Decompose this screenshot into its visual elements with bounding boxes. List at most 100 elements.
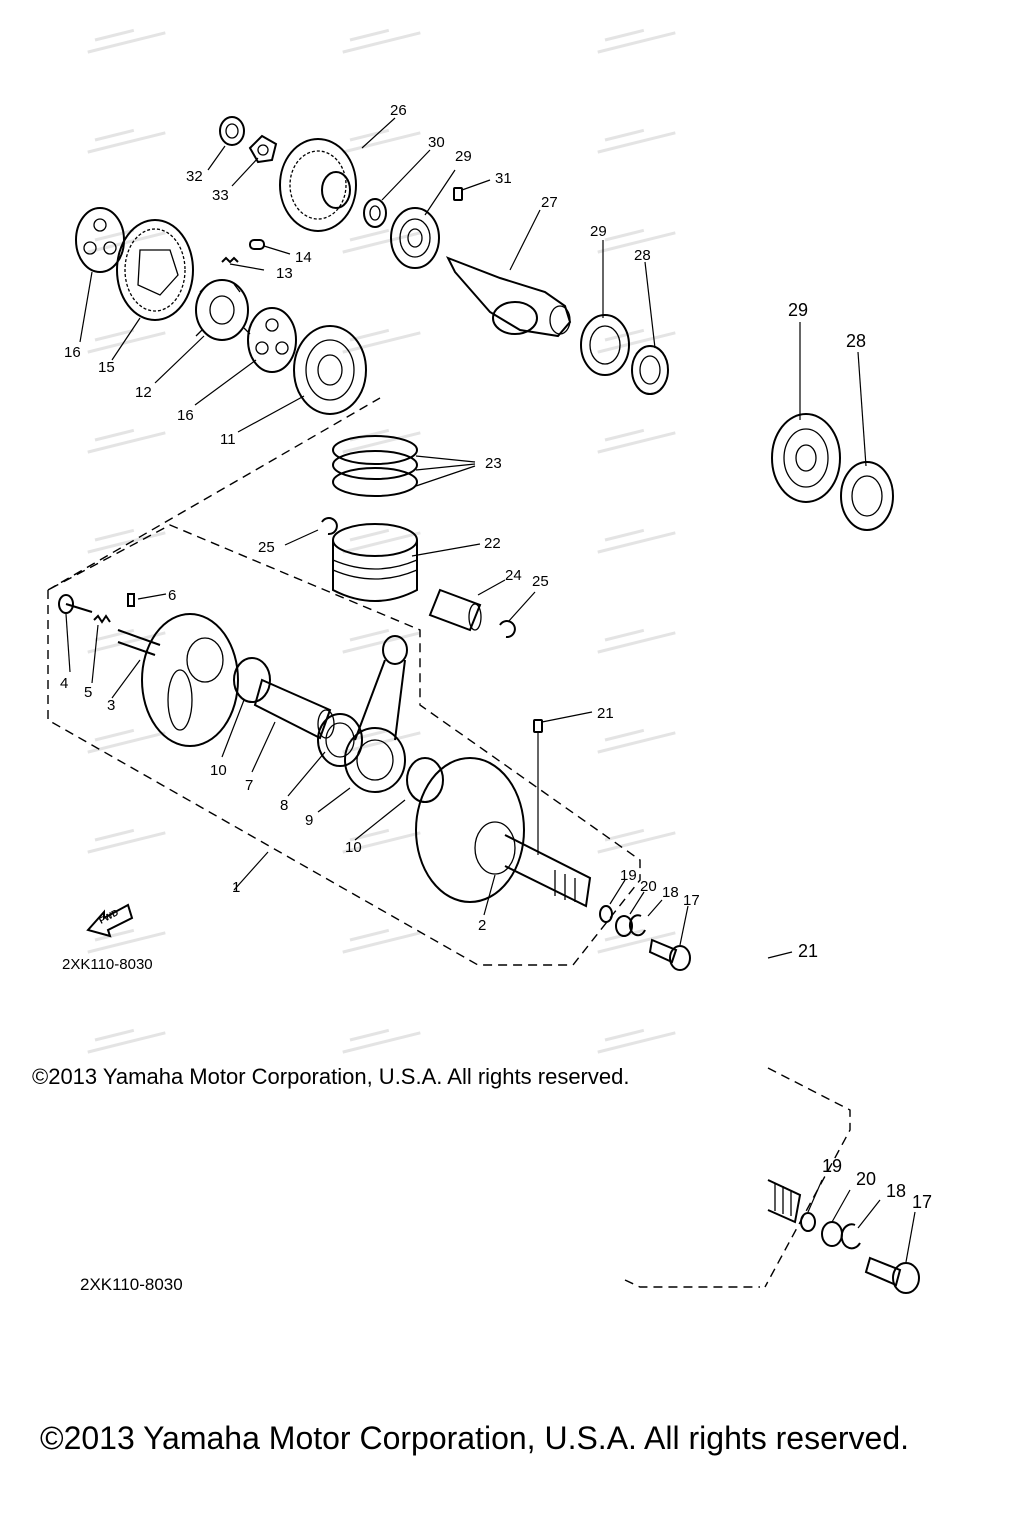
callout-30: 30 [428,134,445,151]
balancer-assembly [75,116,669,415]
callout-11: 11 [220,431,236,448]
callout-12: 12 [135,384,152,401]
watermark-mark [87,328,166,354]
callout-8: 8 [280,797,288,814]
watermark-mark [342,528,421,554]
callout-7: 7 [245,777,253,794]
watermark-mark [87,628,166,654]
part-15-gear [116,219,194,321]
part-6-key [127,593,135,607]
copyright-notice-large: ©2013 Yamaha Motor Corporation, U.S.A. A… [40,1420,910,1456]
zoom-part-19 [800,1212,816,1232]
diagram-code-repeat: 2XK110-8030 [80,1275,183,1294]
watermark-mark [342,28,421,54]
watermark-mark [87,528,166,554]
watermark-mark [87,28,166,54]
assembly-boundary [47,397,641,966]
callout-22: 22 [484,535,501,552]
part-30-washer [363,198,387,228]
callout-27: 27 [541,194,558,211]
callout-numbers: 1 2 3 4 5 6 7 8 9 10 10 11 12 13 14 15 1… [60,102,700,934]
callout-31: 31 [495,170,512,187]
part-10-washer-right [406,757,444,803]
watermark-mark [342,628,421,654]
zoom-callout-17: 17 [912,1192,932,1212]
callout-10-right: 10 [345,839,362,856]
zoom-callout-19: 19 [822,1156,842,1176]
part-7-crank-pin [253,678,335,740]
callout-25-left: 25 [258,539,275,556]
callout-16-left: 16 [64,344,81,361]
callout-14: 14 [295,249,312,266]
watermark-mark [87,228,166,254]
watermark-mark [342,228,421,254]
zoom-callout-29: 29 [788,300,808,320]
part-21-key [533,719,543,733]
zoom-callout-21: 21 [798,941,818,961]
part-23-piston-rings [332,435,418,497]
callout-23: 23 [485,455,502,472]
zoom-part-18 [840,1223,861,1250]
part-4-pin [58,594,93,614]
part-25-clip-right [499,620,516,639]
callout-15: 15 [98,359,115,376]
leader-lines [65,117,689,946]
copyright-notice-small: ©2013 Yamaha Motor Corporation, U.S.A. A… [32,1064,630,1089]
part-16-plate-lower [247,307,297,373]
callout-18: 18 [662,884,679,901]
part-20-washer [615,915,633,937]
part-33-lock-washer [248,134,278,164]
zoom-callout-20: 20 [856,1169,876,1189]
watermark-mark [597,528,676,554]
part-29-bearing-right [580,314,630,376]
part-11-bearing [293,325,367,415]
part-3-crank-left [117,613,239,747]
part-14-pin [249,239,265,250]
zoom-part-17-bolt [864,1256,920,1294]
callout-9: 9 [305,812,313,829]
part-2-crank-right [415,757,592,908]
watermark-mark [342,328,421,354]
callout-5: 5 [84,684,92,701]
watermark-mark [87,1028,166,1054]
watermark-mark [597,328,676,354]
watermark-mark [597,428,676,454]
callout-13: 13 [276,265,293,282]
callout-10-left: 10 [210,762,227,779]
part-5-spring [93,614,111,624]
watermark-mark [342,928,421,954]
callout-20: 20 [640,878,657,895]
callout-16-right: 16 [177,407,194,424]
callout-6: 6 [168,587,176,604]
watermark-mark [597,828,676,854]
zoom-callout-28: 28 [846,331,866,351]
part-19-o-ring [599,905,613,923]
part-29-bearing-upper [390,207,440,269]
part-25-clip-left [321,517,338,536]
part-31-key [453,187,463,201]
watermark-mark [342,1028,421,1054]
watermark-mark [597,228,676,254]
callout-25-right: 25 [532,573,549,590]
callout-19: 19 [620,867,637,884]
part-8-needle-bearing [317,713,363,767]
callout-33: 33 [212,187,229,204]
watermark-mark [597,628,676,654]
watermark-mark [597,928,676,954]
callout-2: 2 [478,917,486,934]
watermark-pattern [87,28,676,1054]
callout-24: 24 [505,567,522,584]
watermark-mark [597,28,676,54]
watermark-mark [87,828,166,854]
zoom-detail-shaft-end: 21 19 20 18 17 [624,941,932,1294]
callout-29-right: 29 [590,223,607,240]
callout-26: 26 [390,102,407,119]
callout-1: 1 [232,879,240,896]
callout-17: 17 [683,892,700,909]
zoom-callout-18: 18 [886,1181,906,1201]
watermark-mark [87,728,166,754]
callout-32: 32 [186,168,203,185]
watermark-mark [597,128,676,154]
part-28-oil-seal [631,345,669,395]
